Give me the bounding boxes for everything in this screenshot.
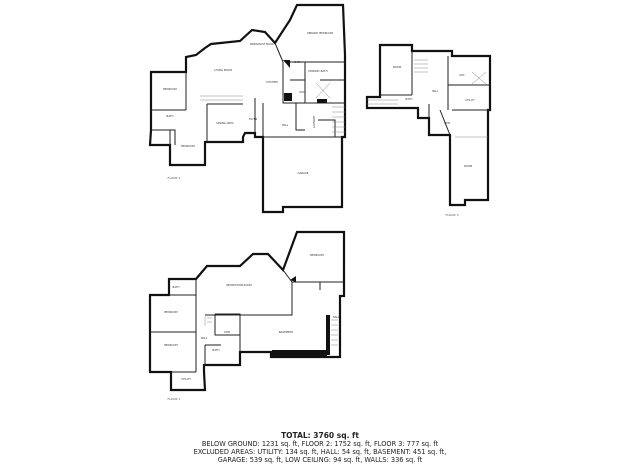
room-label: KITCHEN <box>266 80 277 84</box>
room-label: ROOM <box>393 65 401 69</box>
room-label: BATH <box>167 114 174 118</box>
wall-block <box>326 315 330 355</box>
room-label: LAUNDRY <box>312 115 316 128</box>
area-breakdown-floors: BELOW GROUND: 1231 sq. ft, FLOOR 2: 1752… <box>201 440 439 448</box>
floor-2-plan: PRIMARY BEDROOM BREAKFAST NOOK LIVING RO… <box>148 3 347 214</box>
room-label: HALL <box>432 89 439 93</box>
floor-1-plan: BEDROOM RECREATION ROOM BATH BEDROOM BED… <box>148 230 346 401</box>
total-area: TOTAL: 3760 sq. ft <box>281 431 359 440</box>
room-label: BEDROOM <box>310 253 324 257</box>
room-label: ROOM <box>464 164 472 168</box>
room-label: HALL <box>333 315 340 319</box>
area-breakdown-excluded-cont: GARAGE: 539 sq. ft, LOW CEILING: 94 sq. … <box>217 456 423 464</box>
room-label: WIC <box>299 90 304 94</box>
room-label: BATH <box>406 97 413 101</box>
room-label: BEDROOM <box>163 87 177 91</box>
room-label: BEDROOM <box>181 144 195 148</box>
area-breakdown-excluded: EXCLUDED AREAS: UTILITY: 134 sq. ft, HAL… <box>193 448 447 456</box>
floor-label: FLOOR 2 <box>168 176 181 180</box>
room-label: PRIMARY BATH <box>308 69 327 73</box>
wall-block <box>283 60 290 68</box>
room-label: LIVING ROOM <box>214 68 232 72</box>
room-label: UTILITY <box>465 98 475 102</box>
room-label: HALL <box>282 123 289 127</box>
room-label: GARAGE <box>298 171 309 175</box>
floor-label: FLOOR 1 <box>168 397 181 401</box>
wall-block <box>272 350 327 356</box>
room-label: UTILITY <box>181 377 191 381</box>
room-label: BASEMENT <box>279 330 294 334</box>
room-label: BREAKFAST NOOK <box>250 42 274 46</box>
area-summary: TOTAL: 3760 sq. ft BELOW GROUND: 1231 sq… <box>0 431 640 464</box>
room-label: BEDROOM <box>164 310 178 314</box>
room-label: BATH <box>295 60 302 64</box>
room-label: PRIMARY BEDROOM <box>307 31 333 35</box>
wall-block <box>317 99 327 103</box>
room-label: BATH <box>173 285 180 289</box>
room-label: BATH <box>213 348 220 352</box>
room-label: RECREATION ROOM <box>226 283 252 287</box>
wall-block <box>284 93 292 101</box>
room-label: HALL <box>201 336 208 340</box>
floor-label: FLOOR 3 <box>446 213 459 217</box>
wall-block <box>290 276 296 282</box>
room-label: BEDROOM <box>164 343 178 347</box>
room-label: DINING AREA <box>216 121 233 125</box>
room-label: WIC <box>459 73 464 77</box>
room-label: DEN <box>444 121 450 125</box>
floor-3-plan: ROOM HALL WIC BATH UTILITY DEN ROOM FLOO… <box>365 43 492 217</box>
room-label: FOYER <box>249 117 258 121</box>
room-label: DEN <box>224 330 230 334</box>
